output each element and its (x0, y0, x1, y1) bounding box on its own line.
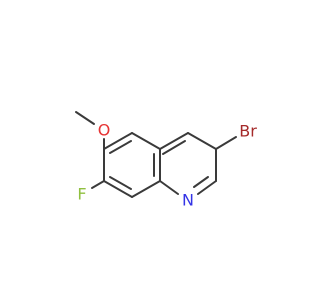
bond-c3-br (215, 136, 237, 150)
bond-c2-n1-inner (193, 176, 209, 188)
bond-c8-c8a (131, 180, 161, 198)
bond-c4-c4a (159, 132, 189, 150)
bond-n1-c8a (159, 180, 179, 195)
bond-c4-c3 (187, 132, 217, 150)
fluorine-label: F (77, 185, 86, 204)
bond-c7-c8-inner (109, 176, 132, 190)
bond-c2-n1 (197, 180, 217, 195)
bond-c5-c6-inner (109, 140, 132, 154)
bond-c4a-c5 (131, 132, 161, 150)
bond-c7-c8 (103, 180, 133, 198)
bond-c7-f (91, 180, 105, 189)
bromine-label: Br (239, 122, 257, 141)
bond-o-ch3 (75, 111, 95, 125)
oxygen-label: O (98, 121, 111, 140)
nitrogen-label: N (182, 191, 194, 210)
structure-canvas: Br N O F (75, 111, 258, 210)
molecule-diagram: Br N O F (75, 111, 257, 210)
bond-c5-c6 (103, 132, 133, 150)
bond-c4-c4a-inner (162, 140, 186, 155)
